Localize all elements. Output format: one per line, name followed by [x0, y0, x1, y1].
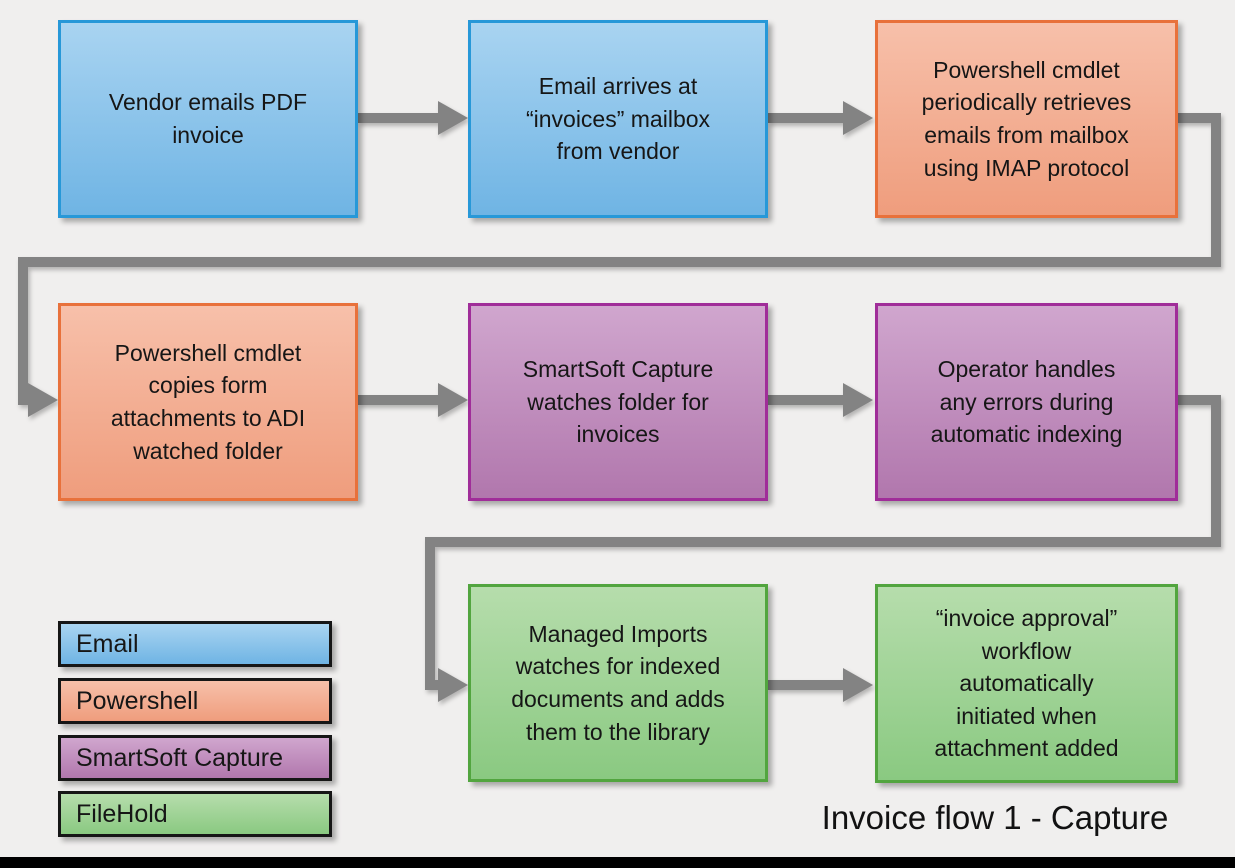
- arrowhead-step3-step4: [28, 383, 58, 417]
- legend-item-email: Email: [58, 621, 332, 667]
- flow-step-vendor-emails-invoice: Vendor emails PDF invoice: [58, 20, 358, 218]
- arrowhead-step7-step8: [843, 668, 873, 702]
- arrowhead-step1-step2: [438, 101, 468, 135]
- flow-step-email-arrives-mailbox: Email arrives at “invoices” mailbox from…: [468, 20, 768, 218]
- flow-step-cmdlet-copies-attachments: Powershell cmdlet copies form attachment…: [58, 303, 358, 501]
- flow-step-managed-imports-library: Managed Imports watches for indexed docu…: [468, 584, 768, 782]
- flow-step-capture-watches-folder: SmartSoft Capture watches folder for inv…: [468, 303, 768, 501]
- legend-item-smartsoft-capture: SmartSoft Capture: [58, 735, 332, 781]
- arrowhead-step4-step5: [438, 383, 468, 417]
- arrowhead-step5-step6: [843, 383, 873, 417]
- legend-item-powershell: Powershell: [58, 678, 332, 724]
- arrowhead-step6-step7: [438, 668, 468, 702]
- flow-step-operator-handles-errors: Operator handles any errors during autom…: [875, 303, 1178, 501]
- arrowhead-step2-step3: [843, 101, 873, 135]
- diagram-title: Invoice flow 1 - Capture: [821, 799, 1169, 836]
- flow-step-cmdlet-retrieves-imap: Powershell cmdlet periodically retrieves…: [875, 20, 1178, 218]
- connector-step6-step7: [425, 395, 1221, 690]
- bottom-black-bar: [0, 857, 1235, 868]
- flow-step-approval-workflow-initiated: “invoice approval” workflow automaticall…: [875, 584, 1178, 783]
- connector-step3-step4: [18, 113, 1221, 405]
- legend-item-filehold: FileHold: [58, 791, 332, 837]
